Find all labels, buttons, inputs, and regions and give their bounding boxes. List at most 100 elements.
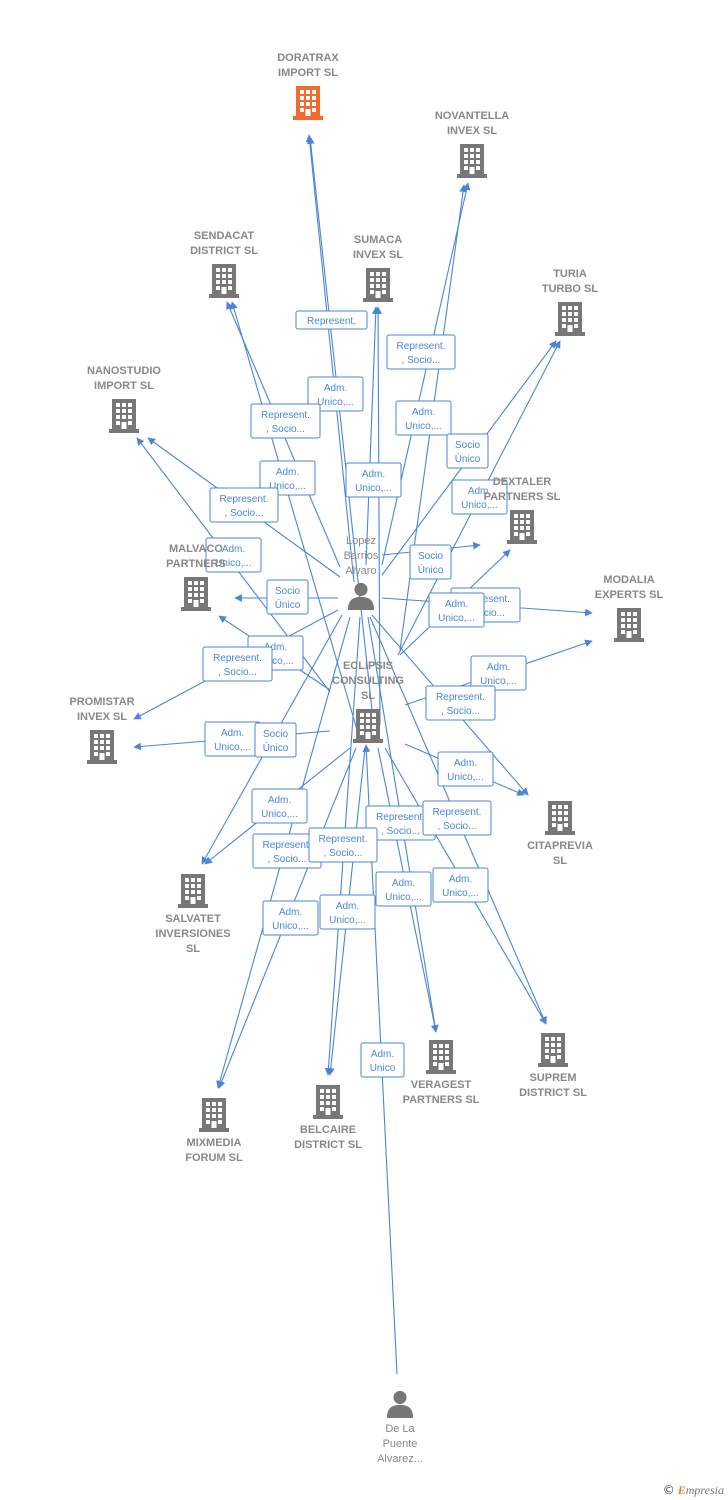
relation-tag-box[interactable] <box>395 400 452 436</box>
node-delapuente[interactable]: De LaPuenteAlvarez... <box>377 1390 423 1465</box>
relation-tag-box[interactable] <box>295 310 368 330</box>
building-icon[interactable] <box>614 608 644 642</box>
node-label: SUMACA <box>354 234 402 246</box>
relation-tag[interactable]: Adm.Unico,... <box>319 894 376 930</box>
relation-tag[interactable]: Represent., Socio... <box>252 833 322 869</box>
building-icon[interactable] <box>313 1085 343 1119</box>
node-label: INVEX SL <box>353 249 403 261</box>
relation-tag[interactable]: Adm.Unico,... <box>428 592 485 628</box>
relation-tag[interactable]: Represent., Socio... <box>250 403 321 439</box>
relation-tag-box[interactable] <box>308 827 378 863</box>
relation-tag-box[interactable] <box>425 685 496 721</box>
relation-tag-box[interactable] <box>422 800 492 836</box>
relation-tag[interactable]: Represent., Socio... <box>425 685 496 721</box>
relation-tag-box[interactable] <box>262 900 319 936</box>
building-icon[interactable] <box>109 399 139 433</box>
building-icon[interactable] <box>353 709 383 743</box>
relation-tag-box[interactable] <box>437 751 494 787</box>
relation-tag[interactable]: Represent., Socio... <box>209 487 279 523</box>
building-icon[interactable] <box>457 144 487 178</box>
person-icon[interactable] <box>386 1390 414 1418</box>
relation-tag-box[interactable] <box>360 1042 405 1078</box>
relation-tag-box[interactable] <box>250 403 321 439</box>
relation-tag-box[interactable] <box>266 579 309 615</box>
building-icon[interactable] <box>199 1098 229 1132</box>
relation-tag-box[interactable] <box>446 433 489 469</box>
relation-tag-box[interactable] <box>254 722 297 758</box>
relation-tag[interactable]: Adm.Unico,... <box>470 655 527 691</box>
relation-tag[interactable]: Adm.Unico <box>360 1042 405 1078</box>
building-icon[interactable] <box>545 801 575 835</box>
relation-tag-box[interactable] <box>409 544 452 580</box>
relation-tag[interactable]: Represent., Socio... <box>202 646 273 682</box>
building-icon[interactable] <box>209 264 239 298</box>
relation-tag-label: Único <box>263 741 289 754</box>
relation-tag-box[interactable] <box>451 479 508 515</box>
relation-tag-box[interactable] <box>202 646 273 682</box>
relation-tag[interactable]: Adm.Unico,... <box>307 376 364 412</box>
relation-tag-box[interactable] <box>375 871 432 907</box>
building-icon[interactable] <box>538 1033 568 1067</box>
relation-tag[interactable]: Adm.Unico,... <box>395 400 452 436</box>
node-sumaca[interactable]: SUMACA INVEX SL <box>353 234 403 302</box>
relation-tag[interactable]: Adm.Unico,... <box>432 867 489 903</box>
relation-tag-box[interactable] <box>345 462 402 498</box>
relation-tag[interactable]: Represent., Socio... <box>308 827 378 863</box>
relation-tag[interactable]: Adm.Unico,... <box>204 721 261 757</box>
relation-tag[interactable]: Adm.Unico,... <box>259 460 316 496</box>
relation-tag-box[interactable] <box>209 487 279 523</box>
relation-tag[interactable]: Represent., Socio... <box>365 805 436 841</box>
relation-tag[interactable]: Represent., Socio... <box>422 800 492 836</box>
relation-tag-box[interactable] <box>205 537 262 573</box>
building-icon[interactable] <box>426 1040 456 1074</box>
building-icon[interactable] <box>363 268 393 302</box>
relation-tag-box[interactable] <box>319 894 376 930</box>
building-icon[interactable] <box>87 730 117 764</box>
building-icon[interactable] <box>293 86 323 120</box>
relation-tag[interactable]: Represent., Socio... <box>386 334 456 370</box>
relation-tag[interactable]: Adm.Unico,... <box>375 871 432 907</box>
building-icon[interactable] <box>555 302 585 336</box>
relation-tag-label: Represent. <box>433 807 482 818</box>
building-icon[interactable] <box>181 577 211 611</box>
relation-tag[interactable]: Adm.Unico,... <box>205 537 262 573</box>
relation-tag-box[interactable] <box>259 460 316 496</box>
relation-tag-box[interactable] <box>470 655 527 691</box>
building-icon[interactable] <box>507 510 537 544</box>
building-icon[interactable] <box>178 874 208 908</box>
relation-tag-label: , Socio... <box>268 854 307 865</box>
relation-tag-box[interactable] <box>251 788 308 824</box>
relation-tag[interactable]: Adm.Unico,... <box>451 479 508 515</box>
relation-tag[interactable]: Adm.Unico,... <box>437 751 494 787</box>
relation-tag-box[interactable] <box>428 592 485 628</box>
relation-tag-box[interactable] <box>432 867 489 903</box>
person-icon[interactable] <box>347 582 375 610</box>
relation-tag[interactable]: Adm.Unico,... <box>251 788 308 824</box>
relation-tag[interactable]: Adm.Unico,... <box>262 900 319 936</box>
relation-tag[interactable]: Represent. <box>295 310 368 330</box>
relation-tag[interactable]: Adm.Unico,... <box>345 462 402 498</box>
relation-tag-box[interactable] <box>386 334 456 370</box>
relation-tag-box[interactable] <box>307 376 364 412</box>
